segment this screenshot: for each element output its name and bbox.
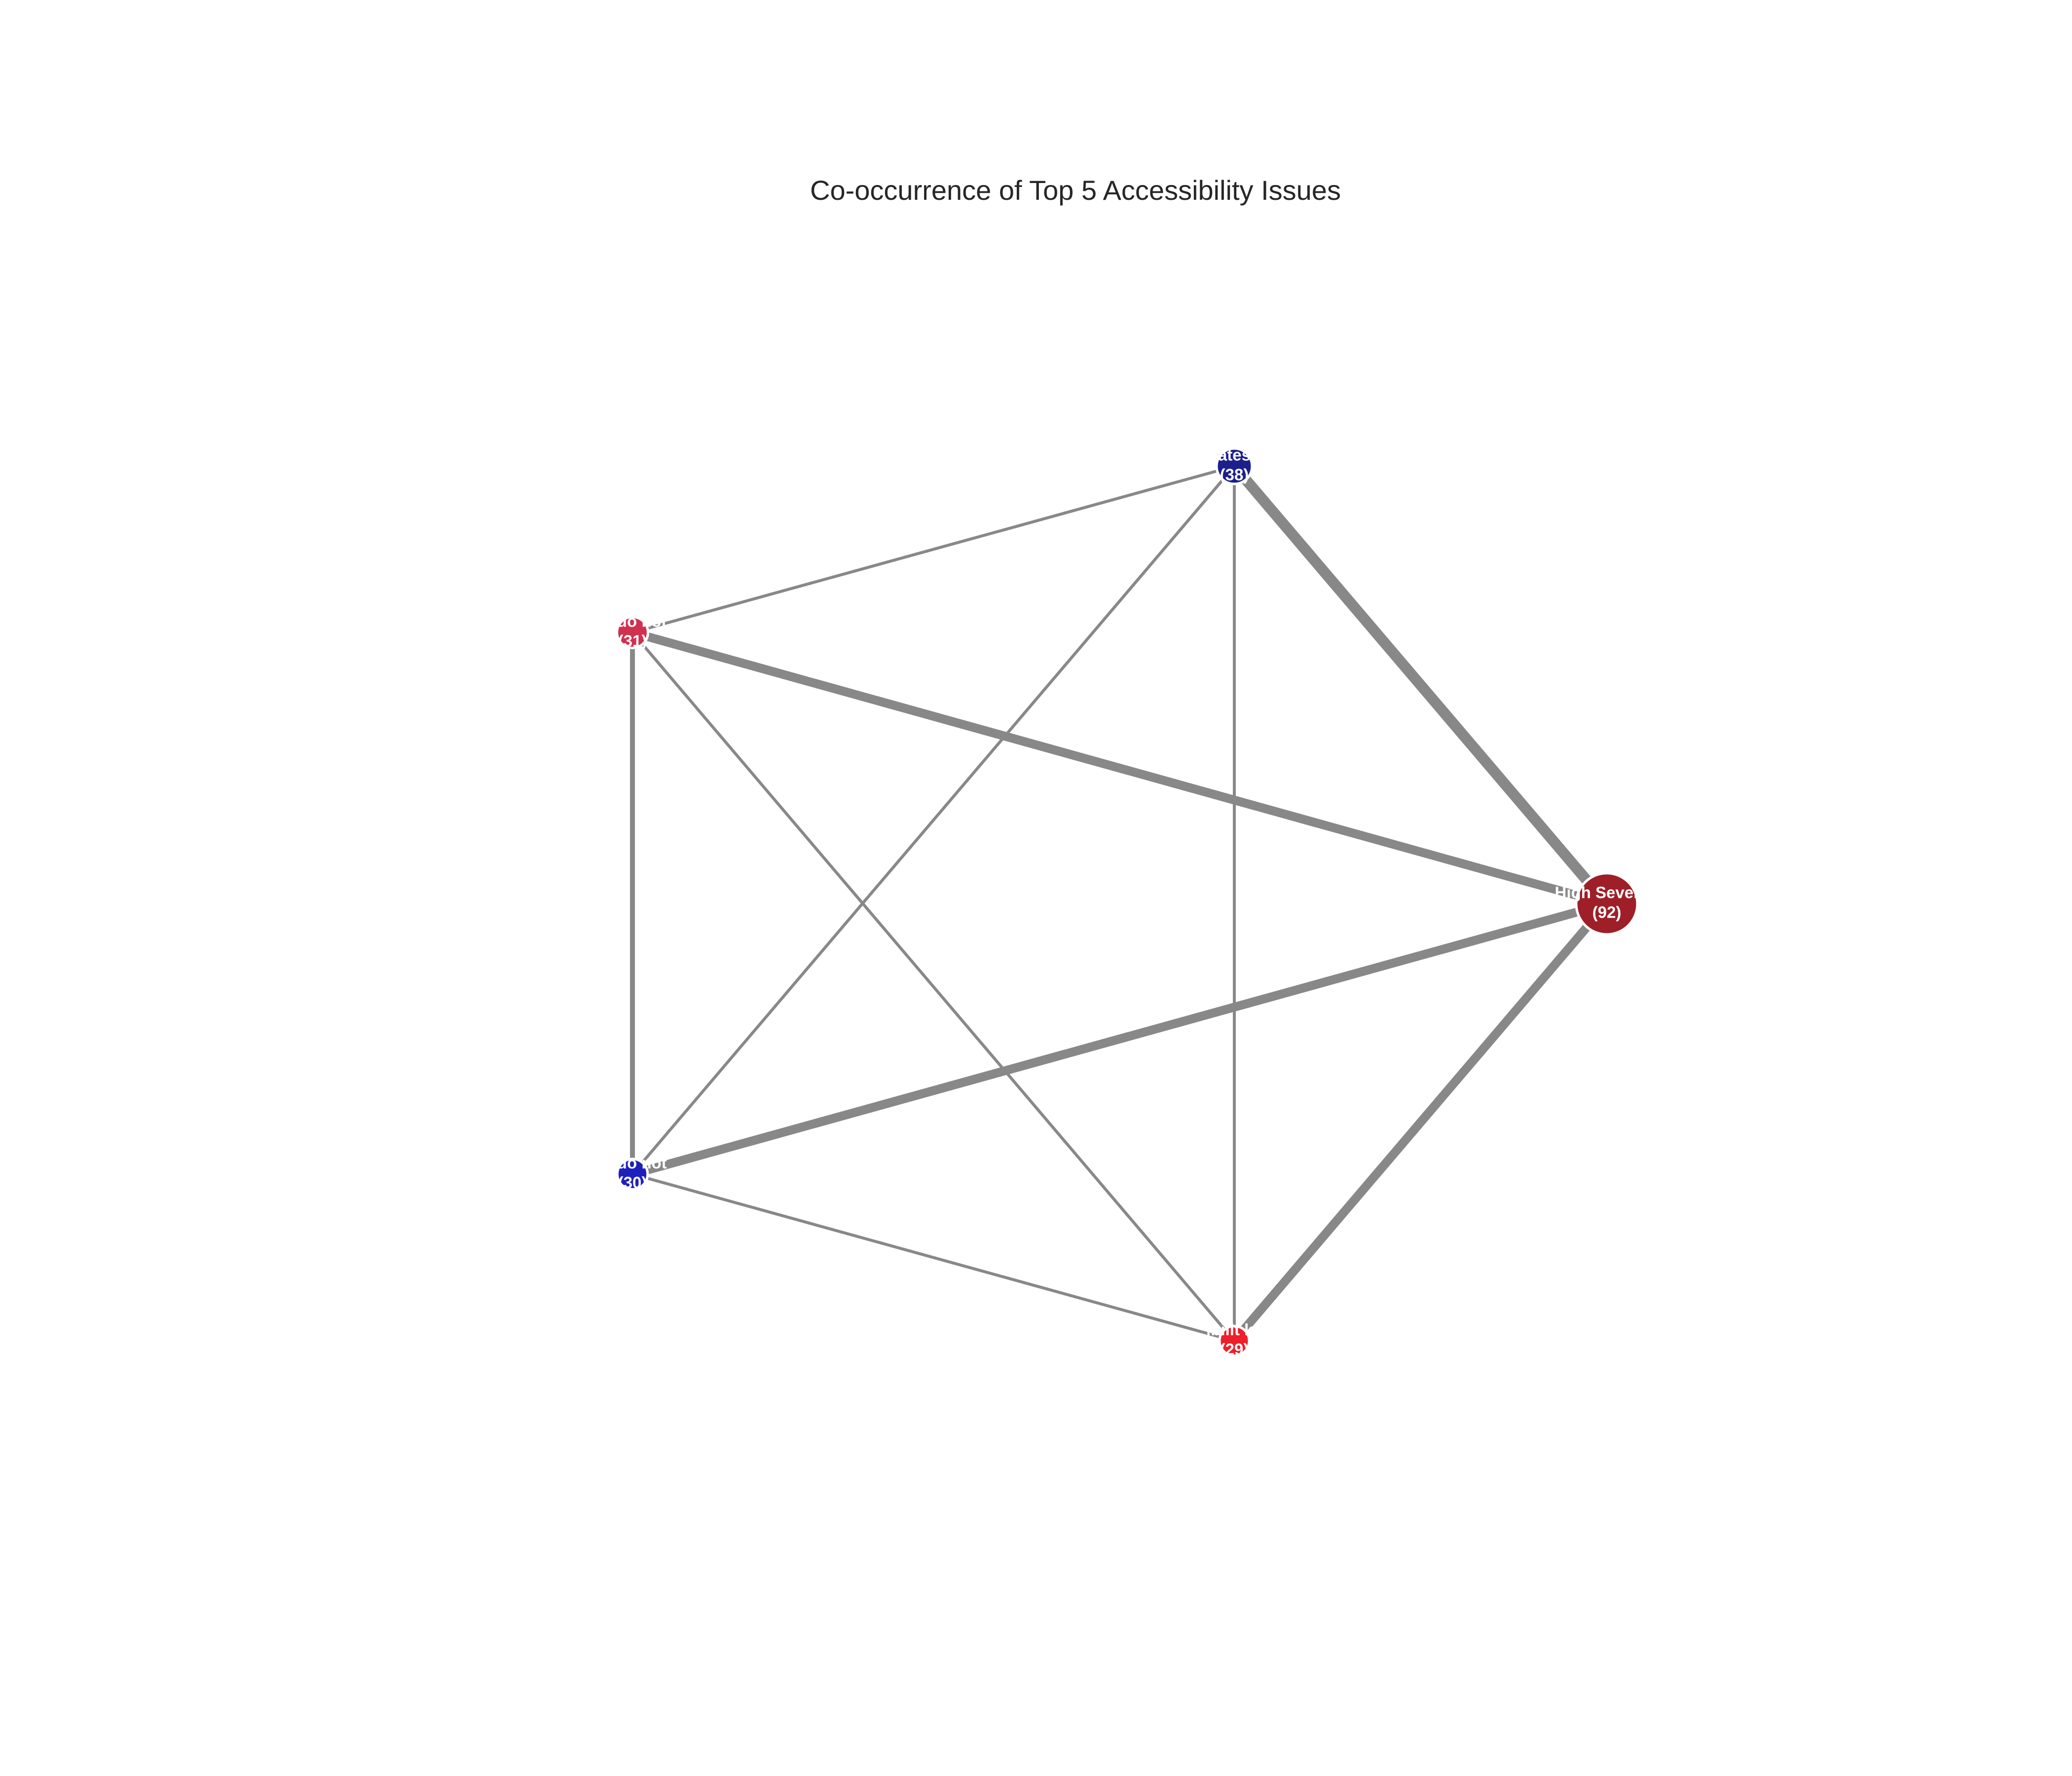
node-label-node_38: ates	[1218, 446, 1251, 464]
edge-node_30-node_29	[632, 1173, 1235, 1342]
node-label-node_29: ibilit ks	[1206, 1321, 1262, 1339]
node-node_38: ates (38)	[1215, 446, 1254, 485]
node-high_severity: High Severity(92)	[1555, 872, 1660, 936]
node-circle-node_38	[1215, 447, 1254, 485]
node-circle-node_30	[616, 1157, 649, 1191]
edge-node_29-high_severity	[1231, 901, 1610, 1344]
edge-node_38-high_severity	[1230, 462, 1611, 908]
node-label-high_severity: High Severity	[1555, 884, 1660, 902]
node-circle-node_31	[616, 616, 649, 649]
node-count-node_31: (31)	[618, 632, 647, 650]
node-circle-node_29	[1218, 1325, 1251, 1357]
node-node_31: ts do not (31)	[598, 612, 666, 650]
edge-node_30-high_severity	[631, 899, 1608, 1179]
node-node_30: ts do not (30)	[598, 1154, 666, 1192]
edge-node_38-node_30	[631, 465, 1236, 1175]
edge-node_31-node_38	[632, 465, 1235, 634]
chart-title: Co-occurrence of Top 5 Accessibility Iss…	[810, 175, 1341, 206]
edge-node_31-high_severity	[631, 628, 1608, 908]
node-node_29: ibilit ks(29)	[1206, 1321, 1262, 1359]
node-circle-high_severity	[1575, 872, 1639, 936]
node-label-node_31: ts do not	[598, 612, 666, 630]
node-count-node_38: (38)	[1220, 466, 1249, 484]
nodes-layer: High Severity(92)ates(38)ts do not(31)ts…	[598, 446, 1659, 1359]
node-count-high_severity: (92)	[1592, 903, 1622, 922]
node-label-node_30: ts do not	[598, 1154, 666, 1172]
node-count-node_30: (30)	[618, 1174, 647, 1192]
node-count-node_29: (29)	[1220, 1340, 1249, 1359]
edge-node_31-node_29	[631, 631, 1236, 1342]
edges-layer	[630, 462, 1611, 1344]
